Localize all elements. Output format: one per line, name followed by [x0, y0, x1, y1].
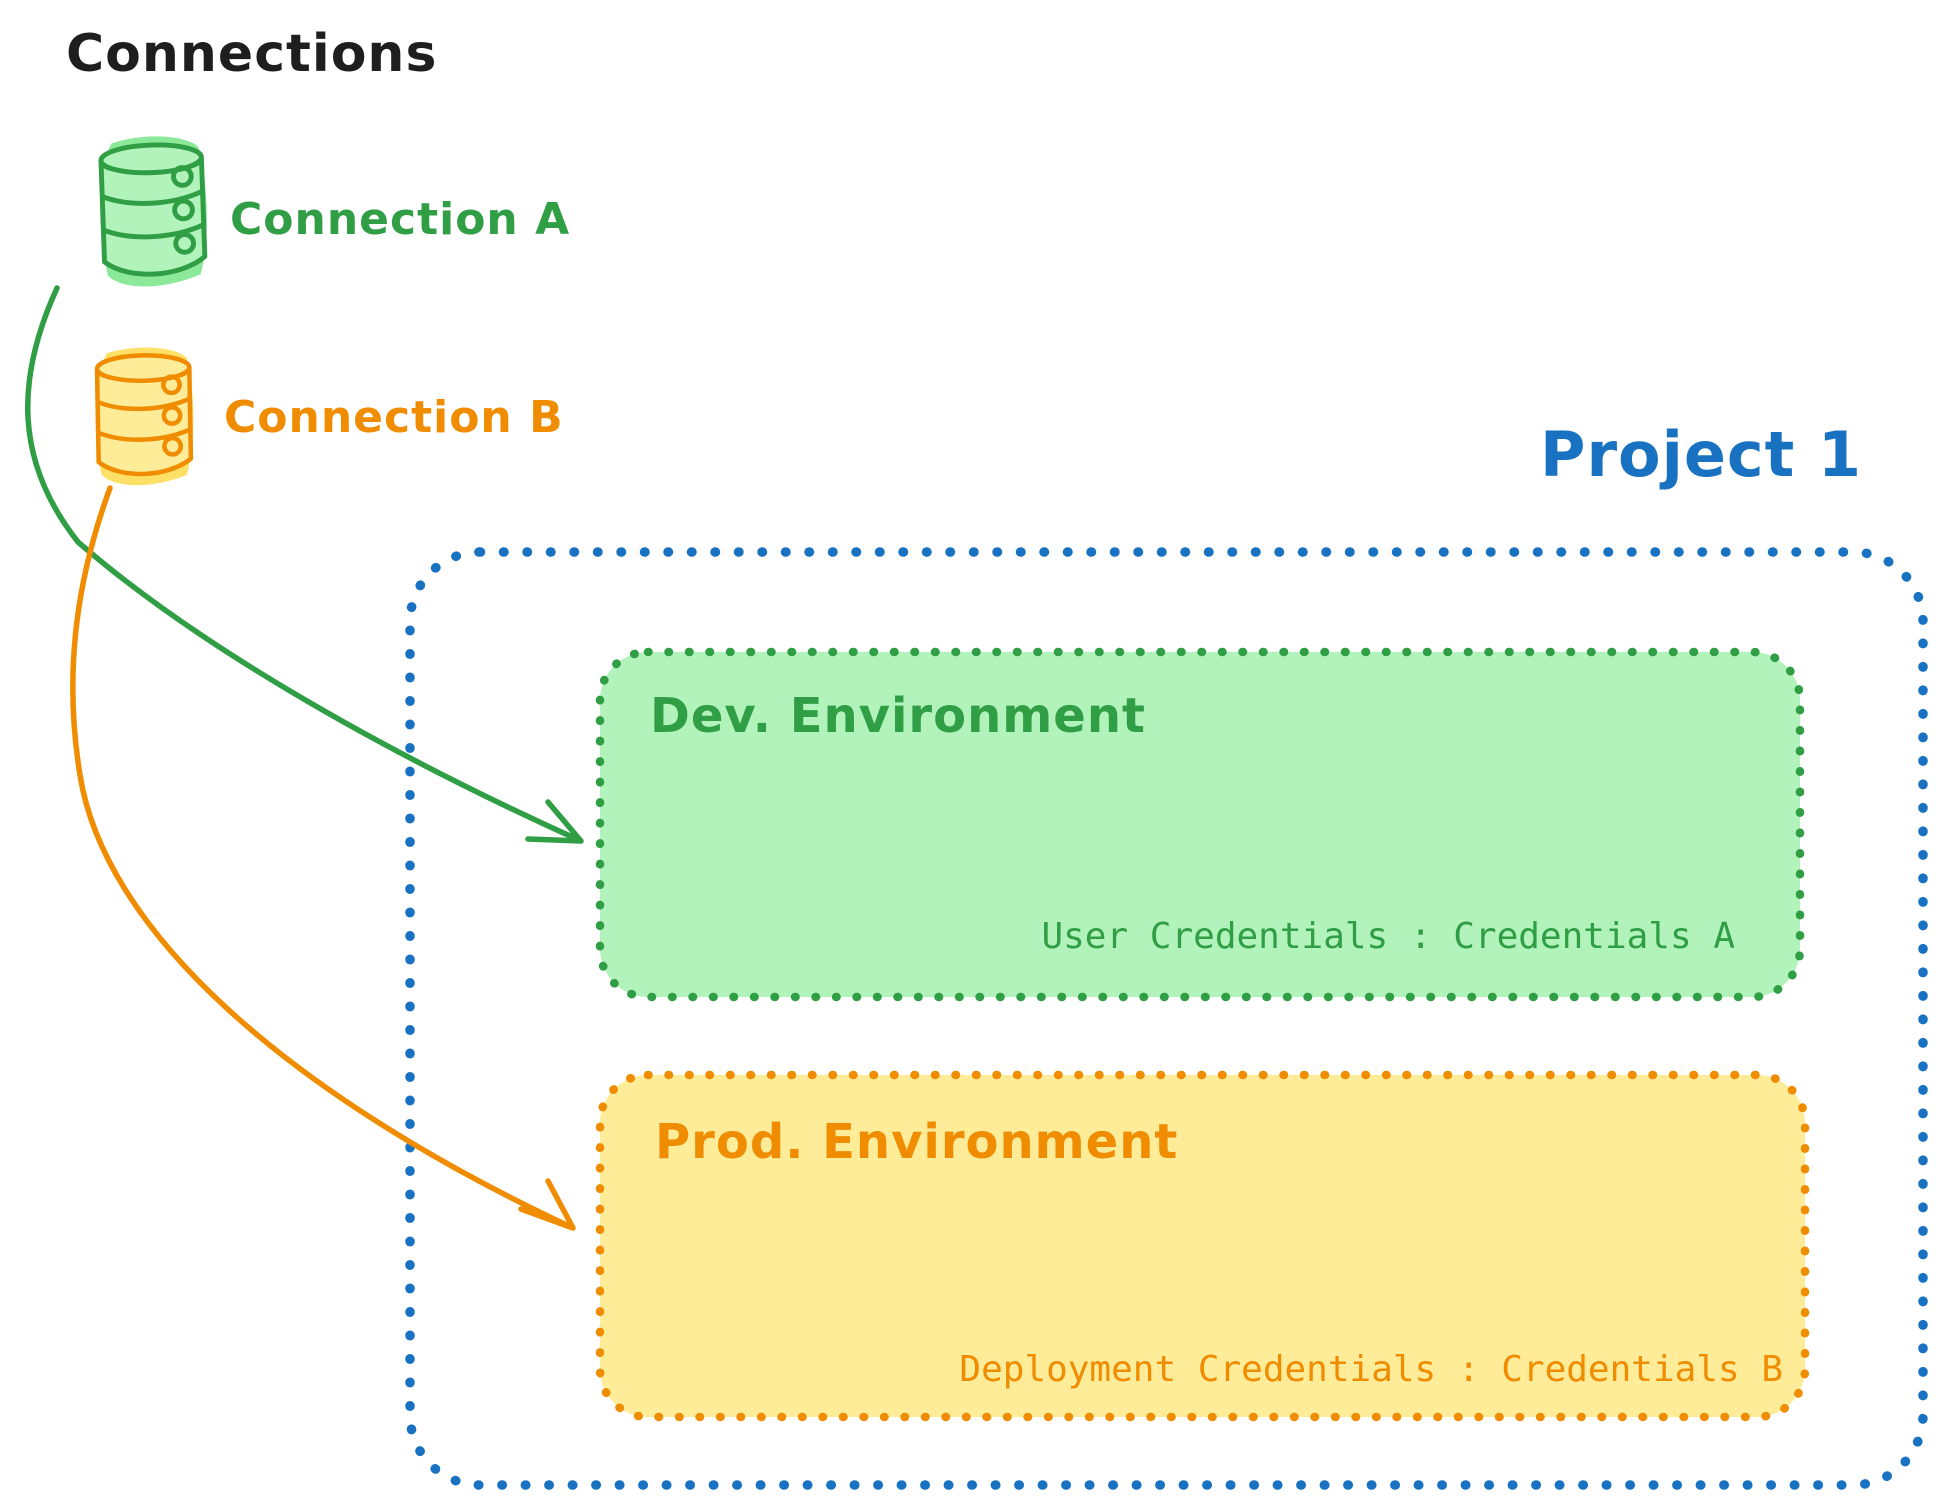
prod-environment-credentials: Deployment Credentials : Credentials B [959, 1349, 1783, 1390]
connection-a-to-dev-arrow [25, 285, 584, 844]
project-1-box [405, 547, 1928, 1490]
connection-a-label: Connection A [230, 194, 571, 245]
prod-environment-title: Prod. Environment [655, 1114, 1179, 1170]
prod-environment-box [595, 1070, 1810, 1422]
dev-environment-box [595, 647, 1805, 1002]
database-icon-connection-a [97, 134, 210, 288]
database-icon-connection-b [94, 346, 195, 486]
project-1-title: Project 1 [1540, 418, 1863, 491]
dev-environment-title: Dev. Environment [650, 688, 1146, 744]
connection-b-to-prod-arrow [70, 485, 576, 1231]
dev-environment-credentials: User Credentials : Credentials A [1041, 916, 1735, 957]
connection-b-label: Connection B [224, 392, 564, 443]
connections-title: Connections [66, 24, 438, 84]
